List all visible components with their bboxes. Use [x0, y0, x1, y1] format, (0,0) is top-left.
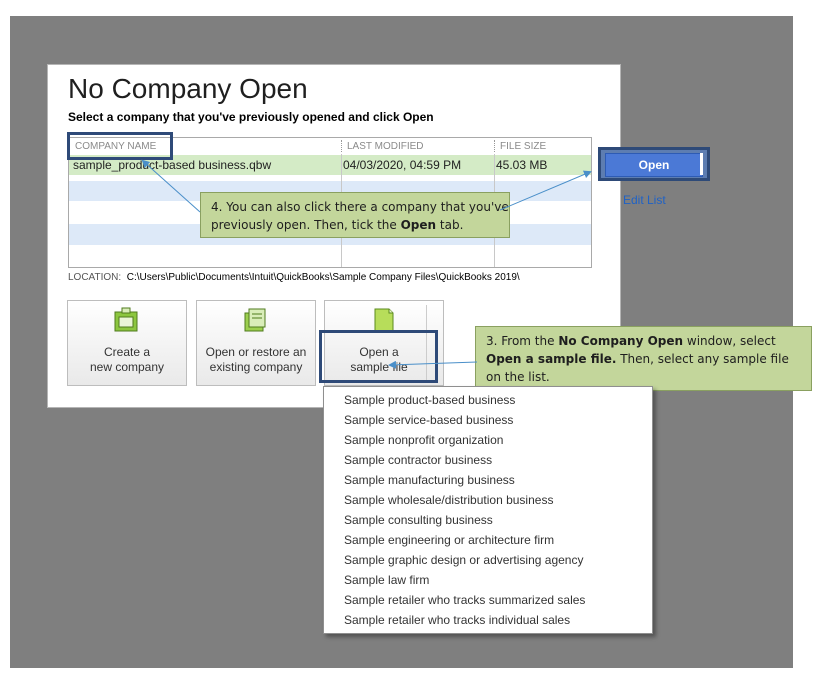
column-header-file-size[interactable]: FILE SIZE — [500, 141, 547, 152]
callout-text: tab. — [436, 218, 464, 232]
callout-step4: 4. You can also click there a company th… — [200, 192, 510, 238]
location-path: C:\Users\Public\Documents\Intuit\QuickBo… — [126, 272, 520, 283]
restore-button-label: Open or restore an existing company — [197, 345, 315, 375]
sample-file-menu: Sample product-based business Sample ser… — [323, 386, 653, 634]
create-company-icon — [114, 307, 138, 332]
column-separator — [341, 140, 343, 152]
page-title: No Company Open — [68, 73, 308, 104]
menu-item[interactable]: Sample retailer who tracks summarized sa… — [344, 593, 586, 607]
location-bar: LOCATION: C:\Users\Public\Documents\Intu… — [68, 272, 520, 283]
callout-text: 3. From the — [486, 334, 559, 348]
label-line: new company — [89, 360, 165, 374]
sample-dropdown-arrow[interactable] — [426, 305, 441, 381]
column-header-last-modified[interactable]: LAST MODIFIED — [347, 141, 424, 152]
table-header: COMPANY NAME LAST MODIFIED FILE SIZE — [69, 138, 591, 154]
open-restore-company-button[interactable]: Open or restore an existing company — [196, 300, 316, 386]
callout-text-bold: Open — [400, 218, 437, 232]
arrow-to-company-header — [141, 159, 201, 213]
menu-item[interactable]: Sample law firm — [344, 573, 430, 587]
menu-item[interactable]: Sample wholesale/distribution business — [344, 493, 554, 507]
open-sample-file-button[interactable]: Open a sample file — [324, 300, 444, 386]
edit-list-link[interactable]: Edit List — [623, 193, 666, 207]
location-label: LOCATION: — [68, 272, 122, 283]
menu-item[interactable]: Sample product-based business — [344, 393, 516, 407]
arrow-to-open-button — [499, 170, 592, 211]
last-modified-cell: 04/03/2020, 04:59 PM — [343, 158, 462, 172]
menu-item[interactable]: Sample manufacturing business — [344, 473, 515, 487]
menu-item[interactable]: Sample retailer who tracks individual sa… — [344, 613, 571, 627]
sample-file-icon — [374, 308, 394, 333]
open-button-edge — [700, 153, 703, 175]
label-line: Open a — [359, 345, 399, 359]
callout-text-bold: No Company Open — [558, 334, 684, 348]
menu-item[interactable]: Sample consulting business — [344, 513, 493, 527]
callout-text: Then, select any sample file on the list… — [486, 352, 789, 384]
label-line: existing company — [209, 360, 303, 374]
callout-text: 4. You can also click there a company th… — [211, 200, 509, 232]
open-folder-icon — [244, 308, 266, 332]
arrow-to-sample-button — [388, 360, 478, 369]
page-subtitle: Select a company that you've previously … — [68, 110, 434, 124]
callout-text: window, select — [683, 334, 776, 348]
file-size-cell: 45.03 MB — [496, 158, 548, 172]
menu-item[interactable]: Sample service-based business — [344, 413, 514, 427]
callout-step3: 3. From the No Company Open window, sele… — [475, 326, 812, 391]
menu-item[interactable]: Sample engineering or architecture firm — [344, 533, 555, 547]
table-row[interactable]: sample_product-based business.qbw 04/03/… — [69, 155, 591, 175]
menu-item[interactable]: Sample graphic design or advertising age… — [344, 553, 584, 567]
company-name-cell: sample_product-based business.qbw — [73, 158, 272, 172]
create-button-label: Create a new company — [68, 345, 186, 375]
column-separator — [494, 140, 496, 152]
column-header-company-name[interactable]: COMPANY NAME — [75, 141, 157, 152]
menu-item[interactable]: Sample nonprofit organization — [344, 433, 504, 447]
menu-item[interactable]: Sample contractor business — [344, 453, 493, 467]
callout-text-bold: Open a sample file. — [486, 352, 617, 366]
company-name-header-highlight — [67, 132, 173, 160]
open-button-highlight: Open — [598, 147, 710, 181]
label-line: Open or restore an — [205, 345, 307, 359]
create-new-company-button[interactable]: Create a new company — [67, 300, 187, 386]
sample-button-highlight — [319, 330, 438, 383]
label-line: Create a — [103, 345, 151, 359]
